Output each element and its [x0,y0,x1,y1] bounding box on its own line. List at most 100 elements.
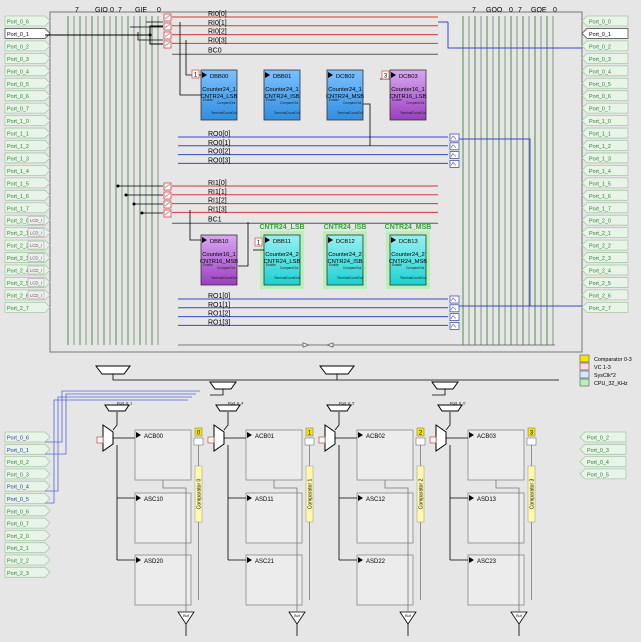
comparator-bus-mux[interactable] [304,437,315,446]
port-tab-shape[interactable] [581,52,629,64]
analog-left-port-port_0_4[interactable]: Port_0_4 [4,480,51,492]
port-label[interactable]: Port_1_1 [589,132,611,138]
port-label[interactable]: Port_0_2 [7,44,29,50]
analog-left-port-port_0_7[interactable]: Port_0_7 [4,517,51,529]
row-input-mux[interactable] [163,182,172,191]
port-label[interactable]: Port_1_2 [7,144,29,150]
port-label[interactable]: Port_0_2 [7,460,29,466]
left-port-port_0_5[interactable]: Port_0_5 [4,77,51,89]
analog-block-acb00[interactable]: ACB00 [134,429,192,481]
port-tab-shape[interactable] [4,127,51,139]
row1-digital-block-dbb10[interactable]: DBB10Counter16_1CNTR16_MSBEnableCompareO… [200,234,238,286]
row1-digital-block-dbb11[interactable]: DBB11Counter24_2CNTR24_LSBEnableCompareO… [259,224,305,289]
lcd-box[interactable] [27,215,45,225]
analog-block-body[interactable] [467,492,525,544]
port-label[interactable]: Port_0_5 [7,497,29,503]
port-tab-shape[interactable] [4,301,51,313]
port-tab-shape[interactable] [4,177,51,189]
port-label[interactable]: Port_0_1 [7,448,29,454]
analog-block-asd13[interactable]: ASD13 [467,492,525,544]
port-label[interactable]: Port_2_3 [7,256,29,262]
port-label[interactable]: Port_0_2 [587,436,609,442]
port-label[interactable]: Port_0_4 [7,485,29,491]
port-label[interactable]: Port_2_6 [589,293,611,299]
port-tab-shape[interactable] [581,115,629,126]
analog-block-body[interactable] [134,554,192,606]
left-port-port_1_4[interactable]: Port_1_4 [4,164,51,176]
port-tab-shape[interactable] [4,493,51,504]
port-tab-shape[interactable] [4,115,51,126]
port-tab-shape[interactable] [4,480,51,492]
port-tab-shape[interactable] [581,164,629,176]
column-input-mux[interactable] [104,404,130,412]
left-port-port_0_6[interactable]: Port_0_6 [4,90,51,102]
right-port-port_1_4[interactable]: Port_1_4 [581,164,629,176]
port-tab-shape[interactable] [581,289,629,301]
right-port-port_0_2[interactable]: Port_0_2 [581,40,629,52]
lcd-input-tab[interactable]: LCD_I [27,228,45,237]
port-label[interactable]: Port_2_0 [7,534,29,540]
row-input-mux[interactable] [163,31,172,40]
left-port-port_0_2[interactable]: Port_0_2 [4,40,51,52]
analog-left-port-port_0_3[interactable]: Port_0_3 [4,468,51,480]
port-label[interactable]: Port_1_4 [7,169,29,175]
port-tab-shape[interactable] [4,189,51,201]
analog-right-port-port_0_5[interactable]: Port_0_5 [579,468,627,480]
block-body[interactable] [200,69,238,121]
port-tab-shape[interactable] [4,102,51,114]
right-port-port_2_4[interactable]: Port_2_4 [581,264,629,276]
right-port-port_1_3[interactable]: Port_1_3 [581,152,629,164]
mux-small-box[interactable] [207,436,215,444]
left-port-port_2_7[interactable]: Port_2_7 [4,301,51,313]
comparator-bus-mux[interactable] [526,437,537,446]
analog-block-asc12[interactable]: ASC12 [356,492,414,544]
analog-block-body[interactable] [245,554,303,606]
port-label[interactable]: Port_2_1 [7,546,29,552]
right-port-port_1_2[interactable]: Port_1_2 [581,140,629,151]
port-tab-shape[interactable] [581,264,629,276]
port-label[interactable]: Port_1_5 [7,181,29,187]
port-tab-shape[interactable] [4,456,51,468]
row-input-mux[interactable] [163,13,172,22]
port-label[interactable]: Port_0_0 [589,20,611,26]
row-input-mux[interactable] [163,191,172,200]
port-tab-shape[interactable] [4,164,51,176]
port-tab-shape[interactable] [581,277,629,288]
right-port-port_2_7[interactable]: Port_2_7 [581,301,629,313]
port-tab-shape[interactable] [4,202,51,214]
port-tab-shape[interactable] [581,28,629,39]
port-label[interactable]: Port_0_6 [7,509,29,515]
port-tab-shape[interactable] [581,102,629,114]
left-port-port_1_0[interactable]: Port_1_0 [4,115,51,126]
port-label[interactable]: Port_2_2 [589,244,611,250]
lcd-box[interactable] [27,228,45,237]
analog-right-port-port_0_3[interactable]: Port_0_3 [579,443,627,455]
mux-number-box[interactable] [191,69,200,79]
port-label[interactable]: Port_1_5 [589,181,611,187]
lcd-box[interactable] [27,265,45,275]
port-tab-shape[interactable] [4,65,51,77]
port-label[interactable]: Port_0_1 [7,32,29,38]
port-label[interactable]: Port_2_0 [7,219,29,225]
right-port-port_2_0[interactable]: Port_2_0 [581,214,629,226]
right-port-port_0_6[interactable]: Port_0_6 [581,90,629,102]
row-input-mux[interactable] [163,209,172,218]
left-port-port_0_3[interactable]: Port_0_3 [4,52,51,64]
block-body[interactable] [389,234,427,286]
port-tab-shape[interactable] [581,140,629,151]
analog-block-acb03[interactable]: ACB03 [467,429,525,481]
analog-left-port-port_0_5[interactable]: Port_0_5 [4,493,51,504]
port-label[interactable]: Port_0_7 [589,107,611,113]
analog-block-body[interactable] [245,429,303,481]
port-tab-shape[interactable] [581,90,629,102]
block-body[interactable] [326,69,364,121]
right-port-port_0_7[interactable]: Port_0_7 [581,102,629,114]
right-port-port_2_3[interactable]: Port_2_3 [581,252,629,263]
right-port-port_1_7[interactable]: Port_1_7 [581,202,629,214]
port-tab-shape[interactable] [4,542,51,554]
analog-bus-mux[interactable] [319,365,355,375]
row-input-mux[interactable] [163,200,172,209]
port-label[interactable]: Port_2_4 [7,269,29,275]
row1-digital-block-dcb12[interactable]: DCB12Counter24_2CNTR24_ISBEnableCompareO… [323,224,367,289]
port-label[interactable]: Port_1_3 [7,156,29,162]
